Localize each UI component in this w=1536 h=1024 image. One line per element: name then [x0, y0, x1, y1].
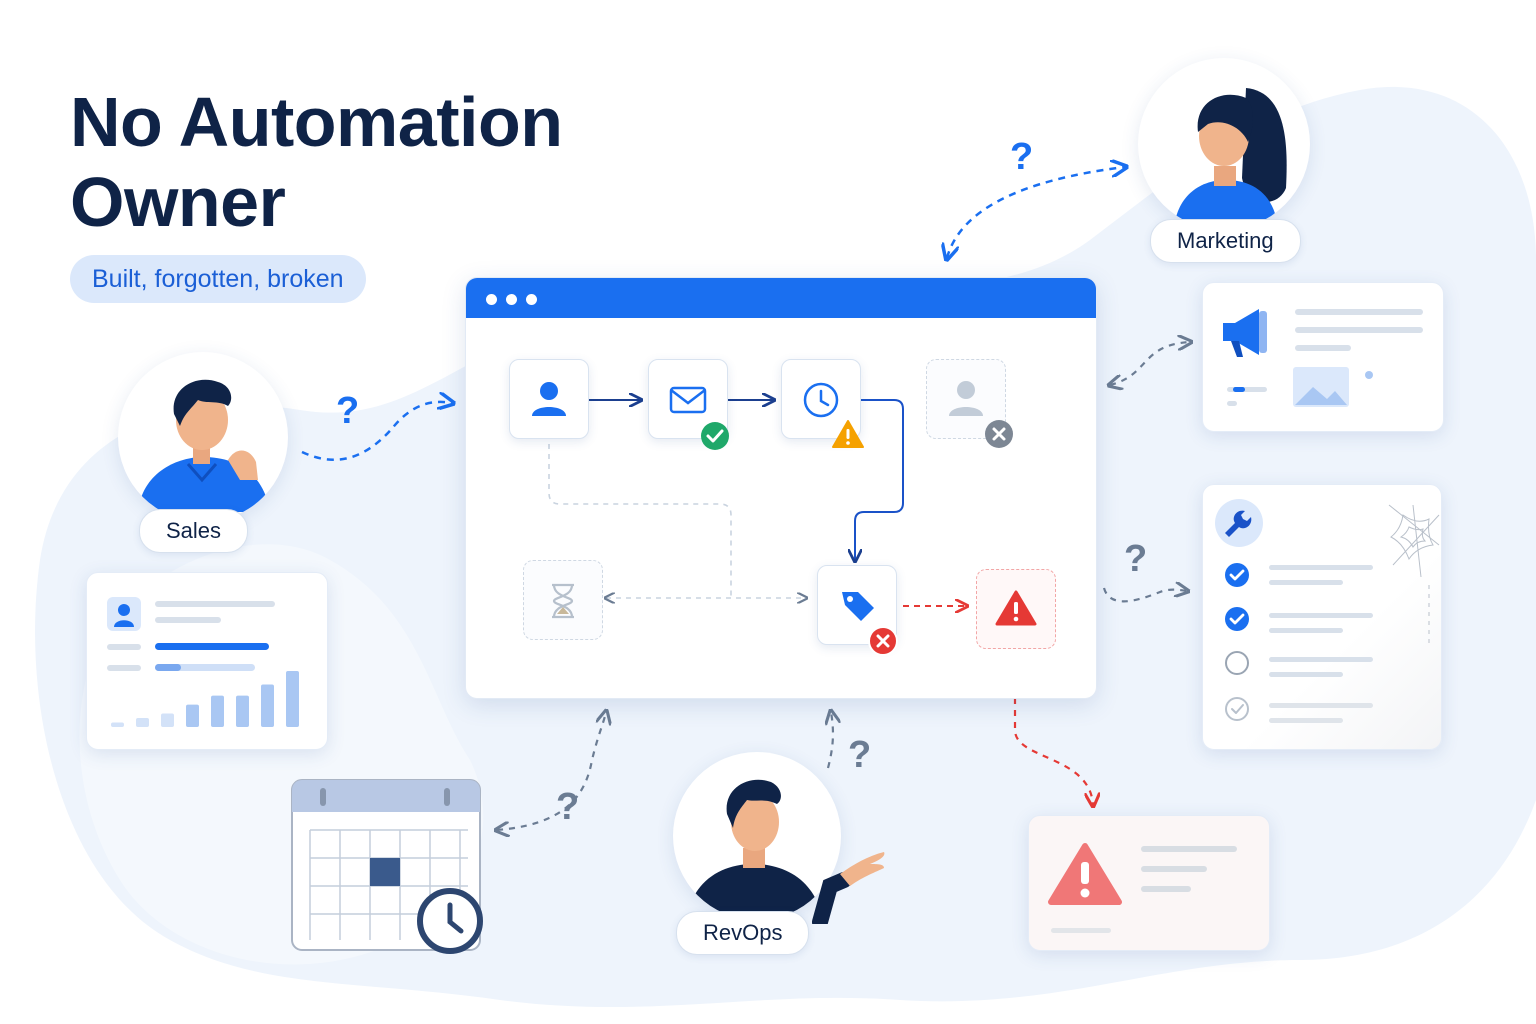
- hourglass-icon: [552, 583, 574, 619]
- warning-triangle-icon: [1048, 843, 1122, 905]
- clock-icon: [417, 888, 483, 954]
- bar-7: [261, 684, 274, 727]
- campaign-card-content: [1223, 309, 1423, 407]
- campaign-card: [1202, 282, 1444, 432]
- revops-role-label: RevOps: [676, 911, 810, 955]
- user-icon: [949, 381, 983, 416]
- error-badge-icon: [868, 626, 898, 656]
- question-mark-revops: ?: [848, 734, 872, 776]
- user-icon: [532, 382, 566, 416]
- analytics-card: [86, 572, 328, 750]
- question-mark-checklist: ?: [1124, 538, 1148, 580]
- person-illustration: [687, 779, 823, 920]
- mail-icon: [669, 386, 707, 414]
- clock-icon: [803, 382, 839, 418]
- subtitle-badge: Built, forgotten, broken: [70, 255, 366, 303]
- checklist-card: [1202, 484, 1442, 750]
- marketing-role-label: Marketing: [1150, 219, 1301, 263]
- bar-5: [211, 695, 224, 727]
- bar-6: [236, 695, 249, 727]
- workflow-node-alert[interactable]: [976, 569, 1056, 649]
- bar-8: [286, 671, 299, 727]
- workflow-builder-window: [465, 277, 1097, 699]
- open-hand-illustration: [812, 852, 885, 924]
- removed-badge-icon: [985, 420, 1013, 448]
- question-mark-marketing: ?: [1010, 136, 1034, 178]
- checklist-card-content: [1215, 499, 1440, 723]
- bar-1: [111, 722, 124, 727]
- question-mark-sales: ?: [336, 390, 360, 432]
- cobweb-decoration: [1388, 504, 1440, 645]
- error-report-card: [1028, 815, 1270, 951]
- marketing-avatar: [1138, 58, 1310, 230]
- bar-3: [161, 713, 174, 727]
- warning-badge-icon: [832, 420, 864, 448]
- wrench-icon: [1225, 510, 1252, 537]
- bar-2: [136, 718, 149, 727]
- person-illustration: [138, 379, 270, 512]
- warning-triangle-icon: [995, 590, 1037, 626]
- sales-avatar: [118, 352, 288, 522]
- success-check-icon: [701, 422, 729, 450]
- image-icon: [1293, 367, 1349, 407]
- window-dot: [506, 294, 517, 305]
- window-dot: [486, 294, 497, 305]
- tag-icon: [842, 592, 874, 621]
- workflow-node-contact[interactable]: [509, 359, 589, 439]
- window-dot: [526, 294, 537, 305]
- revops-avatar: [673, 752, 841, 920]
- workflow-node-email[interactable]: [648, 359, 728, 439]
- workflow-node-tag[interactable]: [817, 565, 897, 645]
- bar-4: [186, 704, 199, 727]
- workflow-node-wait[interactable]: [523, 560, 603, 640]
- page-title: No Automation Owner: [70, 83, 563, 241]
- mini-bar-chart: [111, 671, 299, 727]
- person-illustration: [1174, 88, 1287, 230]
- megaphone-icon: [1223, 309, 1267, 357]
- calendar-icon: [291, 779, 483, 954]
- question-mark-calendar: ?: [556, 786, 580, 828]
- window-title-bar: [466, 278, 1096, 318]
- sales-role-label: Sales: [139, 509, 249, 553]
- error-report-content: [1048, 843, 1237, 933]
- analytics-card-content: [107, 597, 275, 671]
